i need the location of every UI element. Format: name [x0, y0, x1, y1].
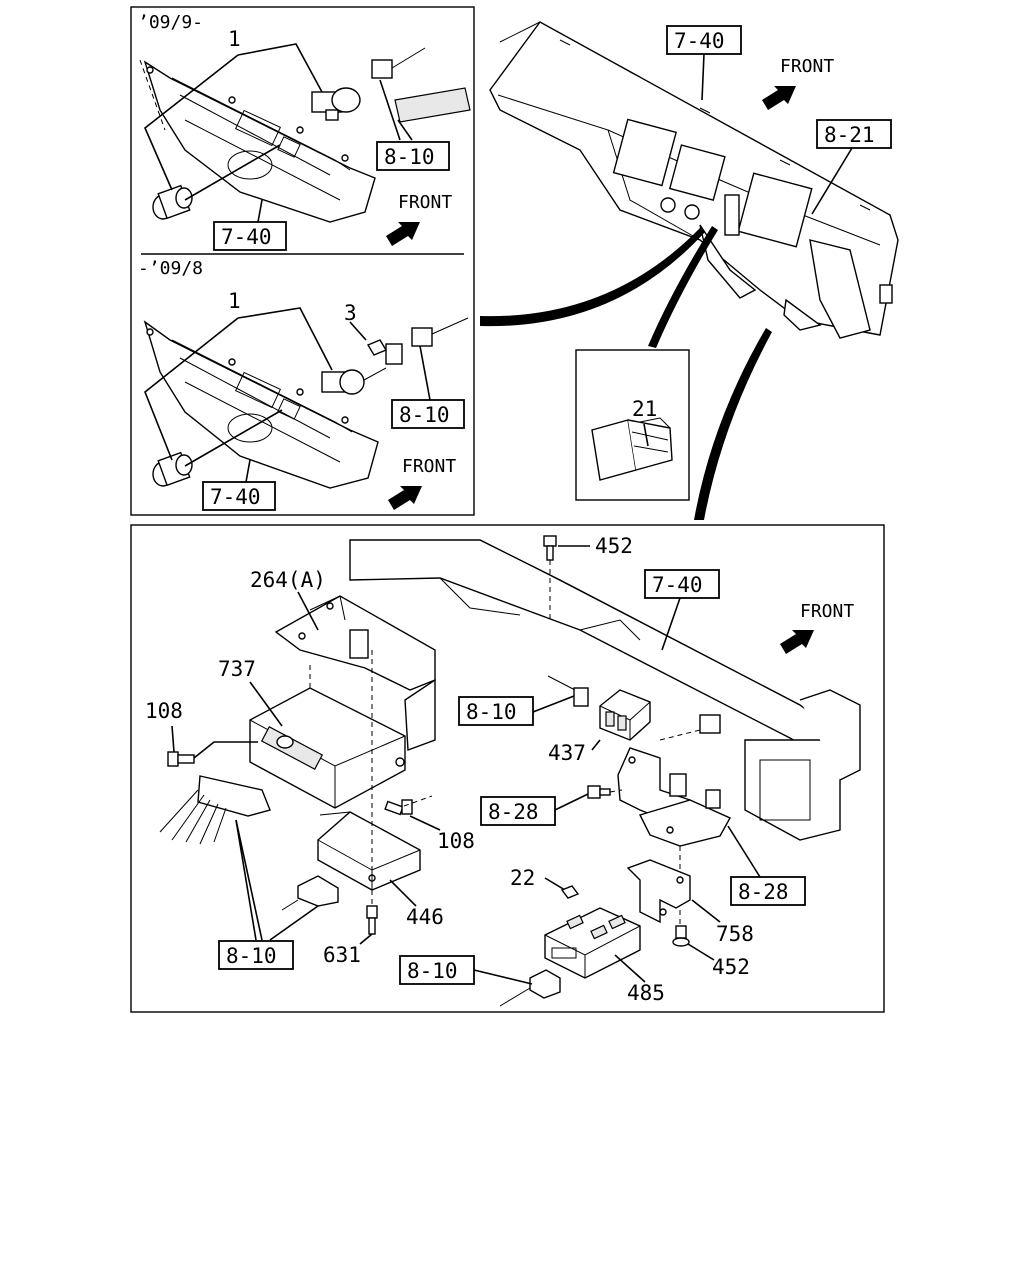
callout-21: 21: [632, 397, 657, 421]
ref-8-10-mid: 8-10: [399, 403, 450, 427]
ref-box-8-10-mid-bottom[interactable]: [458, 696, 534, 726]
knob-top: [152, 184, 193, 220]
cross-member-beam: [349, 539, 861, 841]
control-unit-737: [249, 687, 406, 809]
callout-1-top: 1: [228, 27, 241, 51]
label-108-left: 108: [145, 699, 183, 723]
version-label-mid: -’09/8: [138, 258, 203, 279]
connector-8-10-mid: [547, 675, 589, 707]
ref-box-8-28-right[interactable]: [730, 876, 806, 906]
ref-8-21-dash: 8-21: [824, 123, 875, 147]
connector-top: [371, 47, 471, 123]
ref-box-7-40-top[interactable]: [213, 221, 287, 251]
ref-box-8-10-left[interactable]: [218, 940, 294, 970]
ref-7-40-bottom: 7-40: [652, 573, 703, 597]
label-264a: 264(A): [250, 568, 326, 592]
label-108-right: 108: [437, 829, 475, 853]
ref-7-40-dash: 7-40: [674, 29, 725, 53]
label-22: 22: [510, 866, 535, 890]
ref-7-40-top: 7-40: [221, 225, 272, 249]
pointer-to-left-panels: [480, 228, 705, 327]
ref-box-8-21-dash[interactable]: [816, 119, 892, 149]
inset-panel: 21: [575, 349, 690, 501]
front-label-bottom: FRONT: [800, 601, 854, 622]
left-panels-frame: [130, 6, 475, 516]
bracket-264a: [274, 595, 436, 751]
connector-mid: [411, 317, 469, 347]
ref-box-7-40-bottom[interactable]: [644, 569, 720, 599]
label-631: 631: [323, 943, 361, 967]
switch-top: [311, 87, 361, 121]
panel-top-left: ’09/9- 1: [130, 6, 475, 516]
callout-1-mid: 1: [228, 289, 241, 313]
front-label-dash: FRONT: [780, 56, 834, 77]
ref-8-28-right: 8-28: [738, 880, 789, 904]
pointer-to-bottom-panel: [694, 328, 772, 520]
label-737: 737: [218, 657, 256, 681]
switch-21: [591, 417, 673, 481]
ref-8-28-mid: 8-28: [488, 800, 539, 824]
label-437: 437: [548, 741, 586, 765]
ref-box-7-40-mid[interactable]: [202, 481, 276, 511]
bracket-758: [626, 859, 691, 924]
front-label-mid: FRONT: [402, 456, 456, 477]
ref-box-8-28-mid[interactable]: [480, 796, 556, 826]
bolt-108-right: [384, 795, 433, 816]
version-label-top: ’09/9-: [138, 12, 203, 33]
ref-box-8-10-bottom[interactable]: [399, 955, 475, 985]
screw-8-28: [587, 785, 623, 799]
ref-box-7-40-dash[interactable]: [666, 25, 742, 55]
module-446: [317, 811, 421, 891]
label-452-top: 452: [595, 534, 633, 558]
console-panel-top: [139, 59, 376, 223]
bolt-452-top: [543, 535, 590, 620]
front-arrow-top-icon: [386, 222, 420, 246]
label-446: 446: [406, 905, 444, 929]
label-758: 758: [716, 922, 754, 946]
dashboard-illustration: [489, 21, 899, 339]
ref-7-40-mid: 7-40: [210, 485, 261, 509]
callout-3-mid: 3: [344, 301, 357, 325]
front-label-top: FRONT: [398, 192, 452, 213]
knob-mid: [152, 451, 193, 487]
front-arrow-bottom-icon: [780, 630, 814, 654]
bolt-452-bottom: [672, 910, 690, 947]
panel-dashboard: 7-40 8-21 FRONT: [480, 21, 899, 520]
pointer-to-inset: [648, 226, 718, 348]
bolt-631: [366, 890, 378, 935]
switch-mid: [321, 339, 403, 395]
front-arrow-mid-icon: [388, 486, 422, 510]
inset-frame: [575, 349, 690, 501]
ref-8-10-mid-bottom: 8-10: [466, 700, 517, 724]
relay-437: [599, 689, 651, 741]
connector-8-10-bottom: [499, 969, 561, 1007]
relay-box-485: [544, 907, 641, 979]
bolt-108-left: [167, 741, 258, 767]
wire-harness: [159, 775, 271, 845]
bottom-panel-frame: [130, 524, 885, 1013]
bracket-mid: [617, 729, 731, 870]
ref-8-10-top: 8-10: [384, 145, 435, 169]
panel-mid-left: -’09/8 1 3: [138, 258, 469, 511]
ref-box-8-10-mid[interactable]: [391, 399, 465, 429]
label-452-bottom: 452: [712, 955, 750, 979]
front-arrow-dash-icon: [762, 86, 796, 110]
label-485: 485: [627, 981, 665, 1005]
connector-harness-left: [281, 875, 339, 911]
ref-8-10-left: 8-10: [226, 944, 277, 968]
ref-box-8-10-top[interactable]: [376, 141, 450, 171]
ref-8-10-bottom: 8-10: [407, 959, 458, 983]
part-22-clip: [560, 885, 580, 899]
panel-bottom: 452 7-40 FRONT 264(A) 737: [130, 524, 885, 1013]
